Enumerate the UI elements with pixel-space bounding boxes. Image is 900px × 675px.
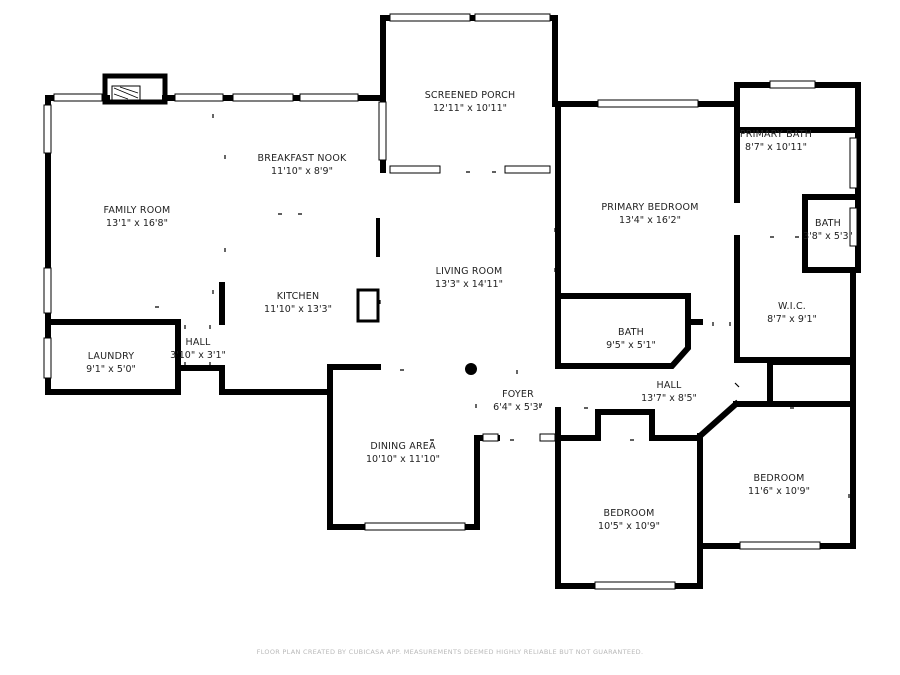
room-dimensions: 8'7" x 10'11" [745,142,807,153]
room-dimensions: 11'6" x 10'9" [748,486,810,497]
windows [43,13,858,590]
room-primary-bedroom: PRIMARY BEDROOM 13'4" x 16'2" [601,202,698,226]
room-dimensions: 9'5" x 5'1" [606,340,656,351]
room-bath-small: BATH 3'8" x 5'3" [803,218,853,242]
room-bedroom-center: BEDROOM 10'5" x 10'9" [598,508,660,532]
room-dimensions: 3'10" x 3'1" [170,350,226,361]
room-bath-hall: BATH 9'5" x 5'1" [606,327,656,351]
room-name: FAMILY ROOM [103,205,171,216]
room-dimensions: 13'3" x 14'11" [435,279,503,290]
room-name: W.I.C. [778,301,806,312]
room-hall-small: HALL 3'10" x 3'1" [170,337,226,361]
room-dimensions: 13'4" x 16'2" [619,215,681,226]
room-name: BATH [814,218,842,229]
room-kitchen: KITCHEN 11'10" x 13'3" [264,291,332,315]
room-dimensions: 12'11" x 10'11" [433,103,507,114]
room-name: FOYER [502,389,534,400]
footer-disclaimer: FLOOR PLAN CREATED BY CUBICASA APP. MEAS… [256,648,644,656]
room-name: PRIMARY BATH [739,129,813,140]
room-bedroom-right: BEDROOM 11'6" x 10'9" [748,473,810,497]
room-name: PRIMARY BEDROOM [601,202,699,213]
room-dimensions: 6'4" x 5'3" [493,402,543,413]
room-foyer: FOYER 6'4" x 5'3" [493,389,543,413]
room-dimensions: 10'5" x 10'9" [598,521,660,532]
column-icon [465,363,477,375]
fireplace-icon [102,73,168,105]
room-dimensions: 11'10" x 13'3" [264,304,332,315]
room-dimensions: 3'8" x 5'3" [803,231,853,242]
room-name: BEDROOM [603,508,655,519]
room-name: BREAKFAST NOOK [257,153,347,164]
door-markers [155,114,850,498]
room-dimensions: 11'10" x 8'9" [271,166,333,177]
room-dimensions: 8'7" x 9'1" [767,314,817,325]
room-dining-area: DINING AREA 10'10" x 11'10" [366,441,440,465]
room-name: SCREENED PORCH [424,90,516,101]
room-dimensions: 13'1" x 16'8" [106,218,168,229]
room-name: DINING AREA [370,441,436,452]
room-laundry: LAUNDRY 9'1" x 5'0" [86,351,136,375]
room-primary-bath: PRIMARY BATH 8'7" x 10'11" [740,129,812,153]
room-name: HALL [185,337,211,348]
room-wic: W.I.C. 8'7" x 9'1" [767,301,817,325]
room-name: LAUNDRY [87,351,135,362]
room-name: HALL [656,380,682,391]
room-hall-main: HALL 13'7" x 8'5" [641,380,697,404]
room-living-room: LIVING ROOM 13'3" x 14'11" [435,266,503,290]
room-family-room: FAMILY ROOM 13'1" x 16'8" [104,205,171,229]
room-name: BEDROOM [753,473,805,484]
room-breakfast-nook: BREAKFAST NOOK 11'10" x 8'9" [258,153,347,177]
room-name: BATH [617,327,645,338]
room-dimensions: 13'7" x 8'5" [641,393,697,404]
room-dimensions: 10'10" x 11'10" [366,454,440,465]
room-name: KITCHEN [276,291,320,302]
room-dimensions: 9'1" x 5'0" [86,364,136,375]
room-name: LIVING ROOM [435,266,503,277]
room-screened-porch: SCREENED PORCH 12'11" x 10'11" [425,90,516,114]
